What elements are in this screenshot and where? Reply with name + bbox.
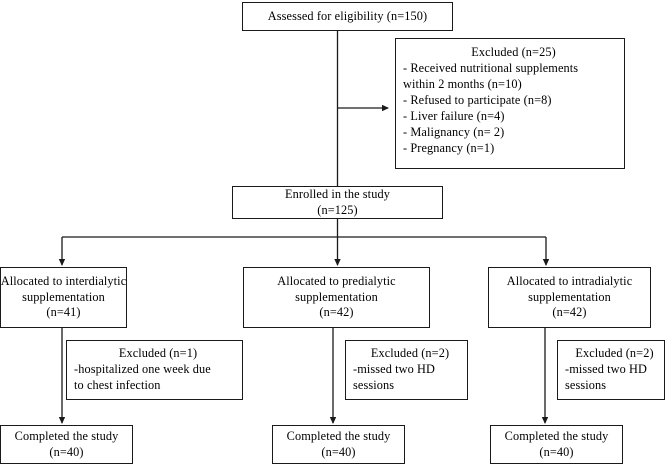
node-excluded-intradialytic: Excluded (n=2) -missed two HD sessions (557, 340, 665, 400)
node-excluded-screening: Excluded (n=25) - Received nutritional s… (395, 38, 625, 169)
completed-pre-count: (n=40) (321, 444, 356, 459)
excluded-intra-heading: Excluded (n=2) (575, 346, 654, 361)
completed-pre-label: Completed the study (286, 428, 391, 443)
node-allocated-interdialytic: Allocated to interdialytic supplementati… (0, 267, 127, 328)
excluded-screening-reason-2: - Refused to participate (n=8) (403, 92, 552, 107)
excluded-inter-line2: -hospitalized one week due (74, 362, 211, 376)
excluded-inter-heading: Excluded (n=1) (118, 346, 198, 361)
completed-intra-label: Completed the study (504, 428, 609, 443)
alloc-inter-count: (n=41) (46, 305, 81, 320)
excluded-intra-line2: -missed two HD (565, 362, 648, 376)
excluded-pre-heading: Excluded (n=2) (370, 346, 450, 361)
alloc-intra-line2: supplementation (528, 289, 611, 304)
node-allocated-intradialytic: Allocated to intradialytic supplementati… (488, 267, 651, 328)
node-excluded-interdialytic: Excluded (n=1) -hospitalized one week du… (66, 340, 243, 400)
completed-inter-count: (n=40) (49, 444, 84, 459)
node-enrolled: Enrolled in the study (n=125) (232, 186, 443, 219)
node-assessed-for-eligibility: Assessed for eligibility (n=150) (242, 2, 453, 31)
node-excluded-predialytic: Excluded (n=2) -missed two HD sessions (345, 340, 468, 400)
node-allocated-predialytic: Allocated to predialytic supplementation… (243, 267, 430, 328)
completed-inter-label: Completed the study (14, 428, 119, 443)
excluded-screening-reason-5: - Pregnancy (n=1) (403, 140, 495, 155)
excluded-screening-reason-1: - Received nutritional supplements (403, 60, 579, 75)
alloc-inter-line1: Allocated to interdialytic (0, 273, 127, 288)
node-completed-interdialytic: Completed the study (n=40) (0, 425, 133, 464)
completed-intra-count: (n=40) (539, 444, 574, 459)
alloc-pre-line2: supplementation (295, 289, 378, 304)
node-completed-intradialytic: Completed the study (n=40) (490, 425, 623, 464)
enrolled-count: (n=125) (317, 202, 358, 217)
excluded-screening-reason-1-cont: within 2 months (n=10) (403, 76, 522, 91)
node-completed-predialytic: Completed the study (n=40) (272, 425, 405, 464)
excluded-intra-line3: sessions (565, 377, 607, 392)
assessed-label: Assessed for eligibility (n=150) (267, 8, 428, 23)
excluded-screening-reason-4: - Malignancy (n= 2) (403, 124, 505, 139)
excluded-pre-line3: sessions (353, 377, 395, 392)
alloc-inter-line2: supplementation (22, 289, 105, 304)
excluded-screening-reason-3: - Liver failure (n=4) (403, 108, 505, 123)
alloc-pre-line1: Allocated to predialytic (277, 273, 396, 288)
excluded-inter-line3: to chest infection (74, 377, 161, 392)
alloc-pre-count: (n=42) (319, 305, 354, 320)
alloc-intra-count: (n=42) (552, 305, 587, 320)
excluded-screening-heading: Excluded (n=25) (471, 45, 556, 59)
alloc-intra-line1: Allocated to intradialytic (506, 273, 633, 288)
enrolled-label: Enrolled in the study (285, 186, 390, 201)
excluded-pre-line2: -missed two HD (353, 362, 436, 376)
